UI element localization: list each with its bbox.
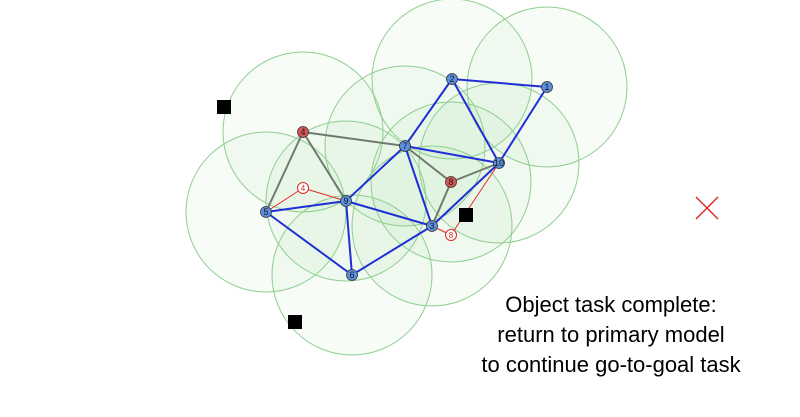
node-1: 1 bbox=[541, 81, 553, 93]
node-label: 2 bbox=[449, 74, 454, 84]
edge-2-10 bbox=[451, 78, 500, 164]
obstacle-3 bbox=[288, 315, 302, 329]
node-label: 9 bbox=[343, 196, 348, 206]
status-message: Object task complete: return to primary … bbox=[430, 290, 792, 380]
object-tag-8: 8 bbox=[445, 229, 457, 241]
object-tags: 48 bbox=[297, 182, 457, 241]
node-label: 6 bbox=[349, 270, 354, 280]
edge-1-10 bbox=[498, 86, 548, 164]
obstacle-layer bbox=[217, 100, 473, 329]
object-tag-label: 8 bbox=[449, 231, 454, 240]
node-circle bbox=[541, 81, 553, 93]
edge-7-10 bbox=[404, 145, 500, 164]
obstacle-1 bbox=[217, 100, 231, 114]
node-3: 3 bbox=[426, 220, 438, 232]
node-7: 7 bbox=[399, 140, 411, 152]
edge-7-9 bbox=[345, 145, 406, 202]
node-circle bbox=[399, 140, 411, 152]
node-circle bbox=[340, 195, 352, 207]
robot-edges bbox=[265, 78, 548, 276]
edge-9-5 bbox=[265, 200, 347, 213]
node-label: 3 bbox=[429, 221, 434, 231]
node-9: 9 bbox=[340, 195, 352, 207]
node-label: 10 bbox=[494, 158, 504, 168]
node-label: 4 bbox=[300, 127, 305, 137]
edge-5-6 bbox=[265, 211, 353, 276]
node-5: 5 bbox=[260, 206, 272, 218]
node-label: 8 bbox=[448, 177, 453, 187]
edge-3-10 bbox=[431, 162, 500, 227]
edge-9-6 bbox=[345, 200, 353, 276]
node-6: 6 bbox=[346, 269, 358, 281]
status-line-2: return to primary model bbox=[497, 322, 725, 347]
edge-4-5 bbox=[265, 131, 304, 213]
edge-8-3 bbox=[431, 181, 452, 227]
object-link-4-5 bbox=[265, 187, 304, 213]
object-tag-4: 4 bbox=[297, 182, 309, 194]
object-link-8-10 bbox=[450, 162, 500, 236]
object-link-4-9 bbox=[302, 187, 347, 202]
object-tag-circle bbox=[445, 229, 457, 241]
node-4: 4 bbox=[297, 126, 309, 138]
sensing-ranges bbox=[185, 0, 628, 356]
node-circle bbox=[446, 73, 458, 85]
node-label: 1 bbox=[544, 82, 549, 92]
node-circle bbox=[346, 269, 358, 281]
node-circle bbox=[297, 126, 309, 138]
robot-nodes: 1 2 3 4 5 6 7 8 9 10 bbox=[260, 73, 553, 281]
object-tag-label: 4 bbox=[301, 184, 306, 193]
edge-4-7 bbox=[302, 131, 406, 147]
obstacle-2 bbox=[459, 208, 473, 222]
edge-4-9 bbox=[302, 131, 347, 202]
object-tag-circle bbox=[297, 182, 309, 194]
goal-marker bbox=[695, 196, 719, 220]
node-label: 5 bbox=[263, 207, 268, 217]
status-line-3: to continue go-to-goal task bbox=[481, 352, 741, 377]
edge-8-10 bbox=[450, 162, 500, 183]
edge-6-3 bbox=[351, 225, 433, 276]
node-label: 7 bbox=[402, 141, 407, 151]
node-circle bbox=[426, 220, 438, 232]
edge-9-3 bbox=[345, 200, 433, 227]
edge-8-7 bbox=[404, 145, 452, 183]
edge-7-3 bbox=[404, 145, 433, 227]
node-circle bbox=[260, 206, 272, 218]
node-circle bbox=[493, 157, 505, 169]
node-10: 10 bbox=[493, 157, 505, 169]
node-circle bbox=[445, 176, 457, 188]
status-line-1: Object task complete: bbox=[505, 292, 717, 317]
edge-2-1 bbox=[451, 78, 548, 88]
node-8: 8 bbox=[445, 176, 457, 188]
goal-x-stroke-b bbox=[695, 196, 719, 220]
node-2: 2 bbox=[446, 73, 458, 85]
edge-2-7 bbox=[404, 78, 453, 147]
